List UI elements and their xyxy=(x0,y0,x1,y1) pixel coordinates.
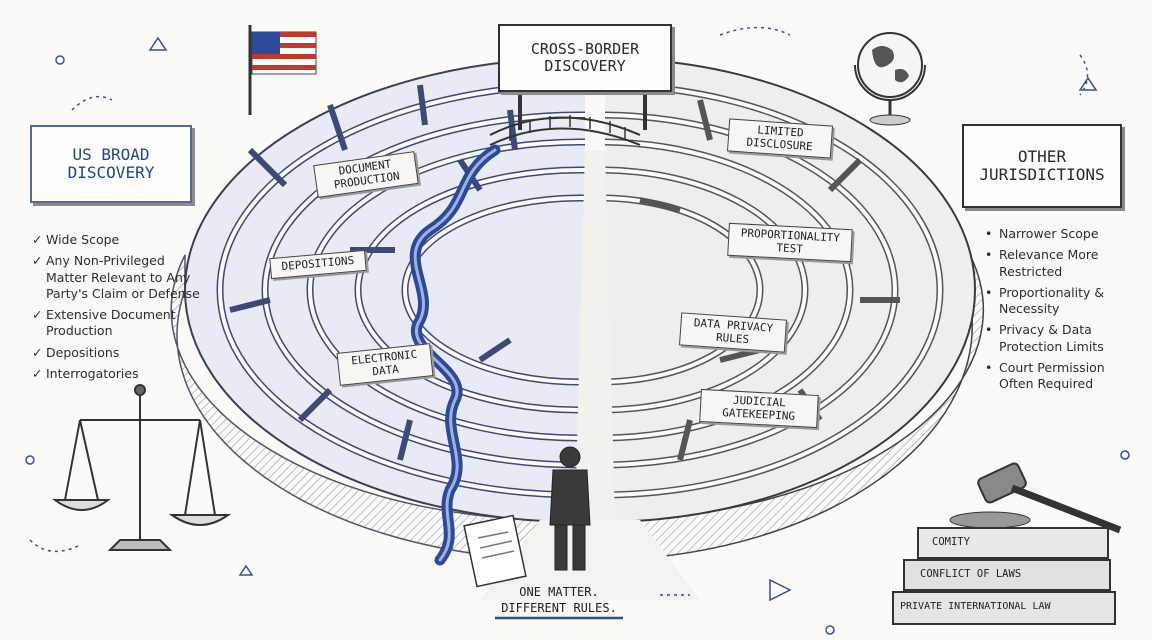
list-item: ✓Any Non-Privileged Matter Relevant to A… xyxy=(32,253,200,301)
list-item: ✓Interrogatories xyxy=(32,365,139,381)
caption-line-2: DIFFERENT RULES. xyxy=(501,601,617,616)
book-label-private-international-law: PRIVATE INTERNATIONAL LAW xyxy=(900,601,1051,612)
gavel-icon xyxy=(949,462,1122,534)
list-item: •Proportionality & Necessity xyxy=(985,284,1105,316)
book-label-comity: COMITY xyxy=(932,536,970,548)
left-feature-list: ✓Wide Scope ✓Any Non-Privileged Matter R… xyxy=(32,232,202,387)
left-heading: US BROAD DISCOVERY xyxy=(67,144,155,182)
list-item: •Court Permission Often Required xyxy=(985,359,1105,391)
caption-line-1: ONE MATTER. xyxy=(519,585,599,599)
decorative-doodles xyxy=(25,26,1130,635)
maze-label-proportionality-test: PROPORTIONALITY TEST xyxy=(727,222,853,263)
person-figure-icon xyxy=(549,446,591,571)
maze-right-half xyxy=(605,57,976,523)
bridge xyxy=(489,115,641,146)
caption: ONE MATTER. DIFFERENT RULES. xyxy=(486,584,632,616)
book-stack-icon xyxy=(892,527,1116,625)
right-feature-list: •Narrower Scope •Relevance More Restrict… xyxy=(985,226,1115,397)
right-heading-sign: OTHER JURISDICTIONS xyxy=(962,124,1122,208)
page-title: CROSS-BORDER DISCOVERY xyxy=(530,39,640,75)
scales-of-justice-icon xyxy=(51,384,232,551)
list-item: •Relevance More Restricted xyxy=(985,247,1099,279)
globe-icon xyxy=(854,32,926,126)
list-item: •Privacy & Data Protection Limits xyxy=(985,322,1104,354)
right-heading: OTHER JURISDICTIONS xyxy=(979,146,1105,184)
list-item: •Narrower Scope xyxy=(985,226,1099,241)
document-icon xyxy=(463,514,527,588)
book-label-conflict-of-laws: CONFLICT OF LAWS xyxy=(920,568,1022,580)
us-flag-icon xyxy=(248,25,317,115)
title-sign: CROSS-BORDER DISCOVERY xyxy=(498,24,672,92)
list-item: ✓Depositions xyxy=(32,344,120,360)
list-item: ✓Wide Scope xyxy=(32,232,120,247)
list-item: ✓Extensive Document Production xyxy=(32,307,176,339)
left-heading-sign: US BROAD DISCOVERY xyxy=(30,125,192,203)
maze-label-judicial-gatekeeping: JUDICIAL GATEKEEPING xyxy=(699,388,819,429)
